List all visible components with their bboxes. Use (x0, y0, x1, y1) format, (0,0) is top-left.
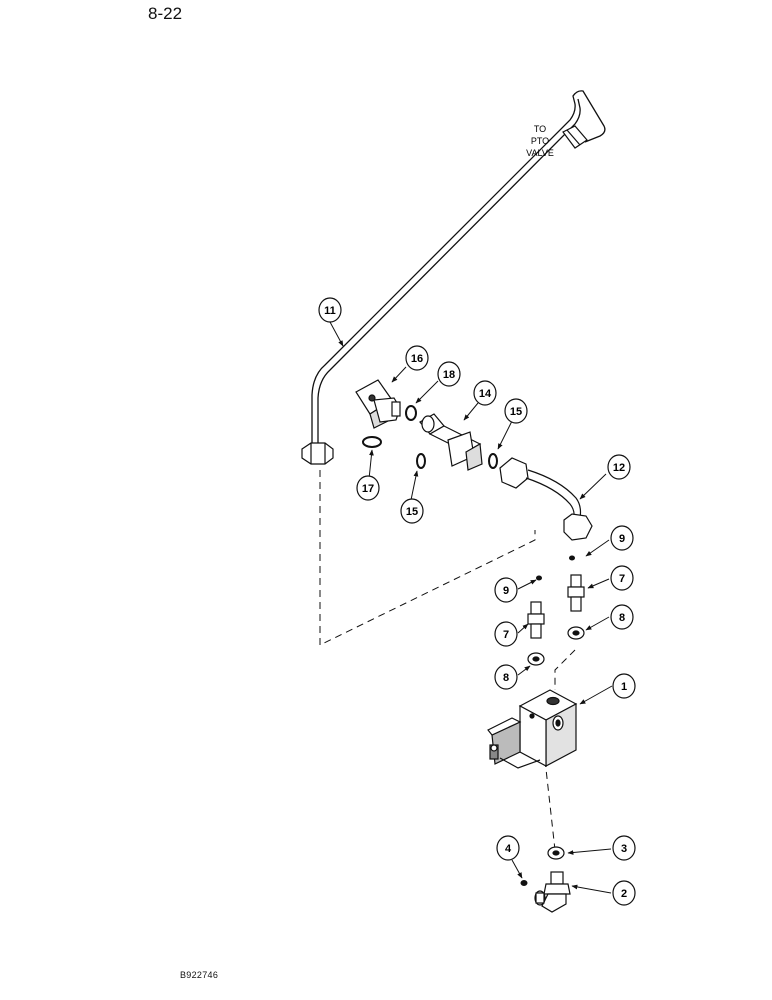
o-ring-9-left (536, 575, 542, 581)
callout-7-right: 7 (610, 565, 634, 591)
callout-2: 2 (612, 880, 636, 906)
callout-label: 2 (621, 888, 627, 900)
connector-7-right (567, 574, 585, 612)
callout-4: 4 (496, 835, 520, 861)
callout-label: 8 (503, 672, 509, 684)
callout-14: 14 (473, 380, 497, 406)
callout-label: 16 (411, 353, 423, 365)
washer-3 (547, 846, 565, 860)
callout-label: 7 (503, 629, 509, 641)
dashed-routing-lines (319, 470, 576, 851)
connector-7-left (527, 601, 545, 639)
o-ring-17 (362, 436, 382, 448)
callout-15-left: 15 (400, 498, 424, 524)
pipe-nut-upper (562, 125, 588, 149)
callout-label: 3 (621, 843, 627, 855)
callout-label: 9 (619, 533, 625, 545)
callout-label: 1 (621, 681, 627, 693)
callout-15-right: 15 (504, 398, 528, 424)
callout-16: 16 (405, 345, 429, 371)
callout-label: 17 (362, 483, 374, 495)
callout-8-right: 8 (610, 604, 634, 630)
tube-12 (499, 457, 593, 541)
callout-7-left: 7 (494, 621, 518, 647)
callout-label: 18 (443, 369, 455, 381)
tee-fitting-14 (419, 413, 483, 471)
callout-1: 1 (612, 673, 636, 699)
washer-8-right (567, 626, 585, 640)
solenoid-valve-1 (487, 689, 578, 769)
callout-9-right: 9 (610, 525, 634, 551)
callout-label: 15 (510, 406, 522, 418)
callout-label: 8 (619, 612, 625, 624)
callout-11: 11 (318, 297, 342, 323)
elbow-fitting-16 (355, 379, 401, 429)
callout-12: 12 (607, 454, 631, 480)
note-line-3: VALVE (526, 148, 554, 158)
o-ring-4 (520, 880, 528, 886)
leader-lines (329, 321, 613, 894)
callout-9-left: 9 (494, 577, 518, 603)
callout-label: 4 (505, 843, 512, 855)
tube-11 (311, 90, 606, 445)
seal-18 (405, 405, 417, 421)
callout-label: 11 (324, 305, 336, 317)
callout-label: 15 (406, 506, 418, 518)
seal-15-left (416, 453, 426, 469)
pto-valve-note: TO PTO VALVE (526, 124, 554, 158)
page-number: 8-22 (148, 4, 183, 23)
callouts: 11 16 18 14 15 17 15 12 9 7 8 9 7 8 1 4 … (318, 297, 636, 906)
note-line-1: TO (534, 124, 546, 134)
callout-label: 12 (613, 462, 625, 474)
note-line-2: PTO (531, 136, 549, 146)
callout-18: 18 (437, 361, 461, 387)
callout-label: 7 (619, 573, 625, 585)
seal-15-right (488, 453, 498, 469)
callout-label: 9 (503, 585, 509, 597)
washer-8-left (527, 652, 545, 666)
callout-8-left: 8 (494, 664, 518, 690)
figure-code: B922746 (180, 970, 219, 980)
elbow-connector-2 (534, 871, 571, 913)
callout-label: 14 (479, 388, 492, 400)
callout-17: 17 (356, 475, 380, 501)
o-ring-9-right (569, 555, 575, 561)
pipe-nut-11 (301, 442, 334, 465)
callout-3: 3 (612, 835, 636, 861)
